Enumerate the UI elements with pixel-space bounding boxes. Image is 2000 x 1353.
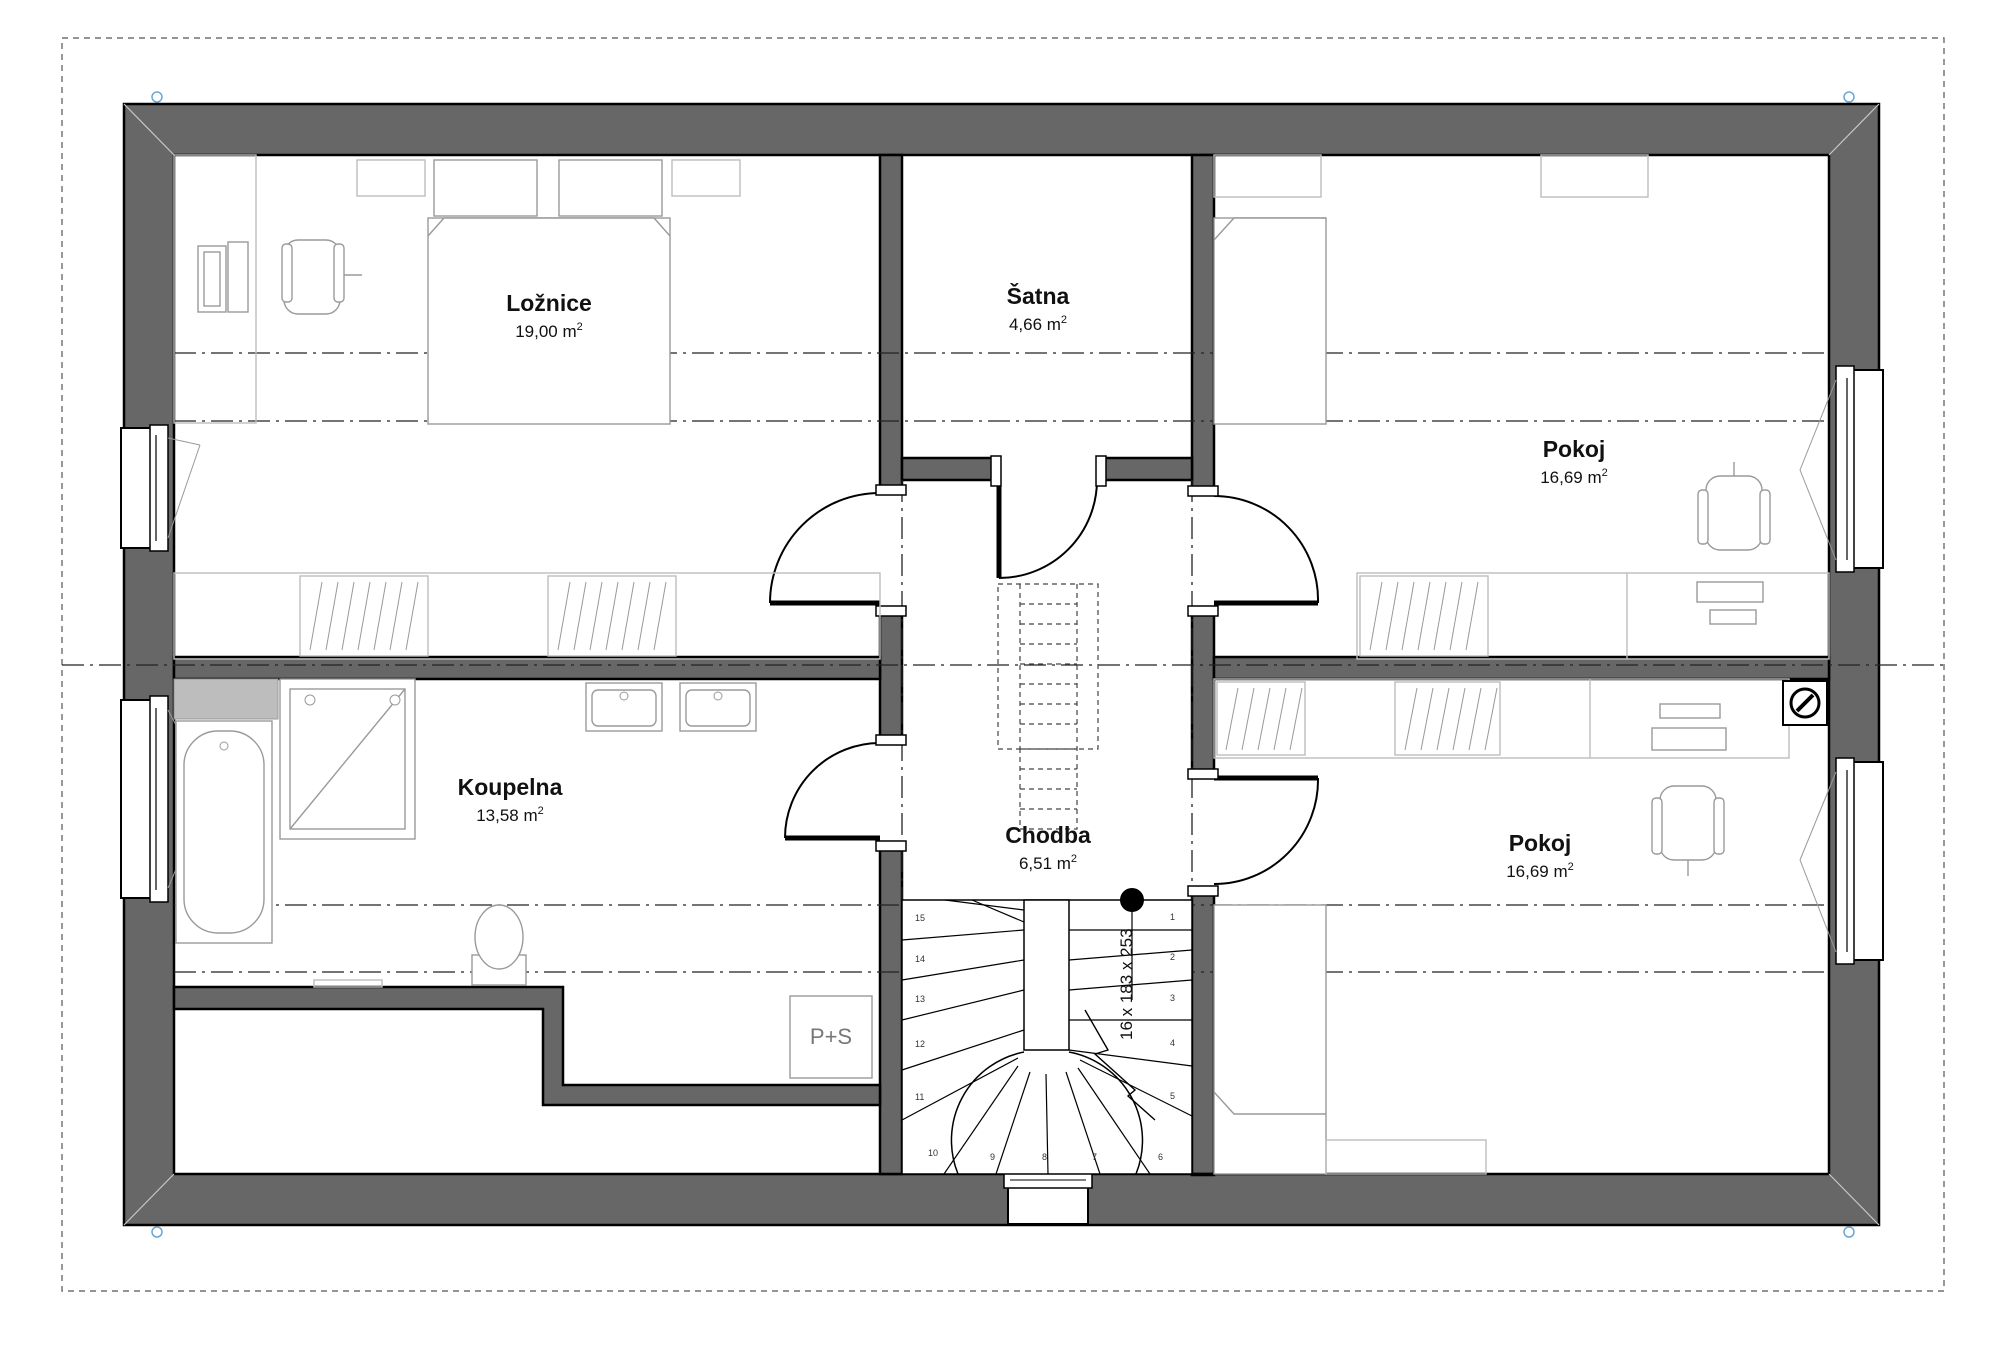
single-bed-icon bbox=[1213, 217, 1327, 425]
wall-mitres bbox=[123, 103, 1880, 1226]
room-name: Ložnice bbox=[506, 290, 592, 316]
room-area: 4,66 m2 bbox=[1009, 314, 1067, 334]
room-name: Koupelna bbox=[458, 774, 563, 800]
room-koupelna: Koupelna 13,58 m2 bbox=[458, 774, 563, 825]
svg-text:9: 9 bbox=[990, 1152, 995, 1162]
svg-text:6: 6 bbox=[1158, 1152, 1163, 1162]
single-bed-icon bbox=[1213, 904, 1487, 1175]
svg-text:15: 15 bbox=[915, 913, 925, 923]
door-loznice bbox=[769, 484, 907, 617]
window-stair-bottom bbox=[1003, 1171, 1093, 1225]
svg-text:11: 11 bbox=[915, 1092, 924, 1102]
office-chair-icon bbox=[1697, 462, 1771, 551]
stair-start-dot[interactable] bbox=[1120, 888, 1144, 912]
double-bed-icon bbox=[427, 159, 671, 425]
pokoj-bottom-furniture bbox=[1213, 678, 1828, 1175]
ps-label: P+S bbox=[810, 1024, 852, 1049]
door-satna bbox=[990, 455, 1107, 579]
room-area: 19,00 m2 bbox=[515, 321, 583, 341]
room-name: Pokoj bbox=[1543, 436, 1606, 462]
window-left-top bbox=[120, 424, 201, 552]
room-area: 13,58 m2 bbox=[476, 805, 544, 825]
window-right-top bbox=[1799, 365, 1884, 573]
wardrobe-hatch bbox=[1213, 678, 1790, 759]
toilet-icon bbox=[471, 904, 527, 986]
room-area: 16,69 m2 bbox=[1506, 861, 1574, 881]
sink-icon bbox=[585, 682, 663, 732]
corner-markers bbox=[151, 91, 1855, 1238]
koupelna-furniture: P+S bbox=[173, 678, 873, 1079]
room-area: 6,51 m2 bbox=[1019, 853, 1077, 873]
svg-text:12: 12 bbox=[915, 1039, 925, 1049]
bathtub-icon bbox=[175, 720, 273, 944]
window-left-bottom bbox=[120, 695, 211, 903]
svg-text:1: 1 bbox=[1170, 912, 1175, 922]
loznice-furniture bbox=[173, 154, 881, 660]
bath-shelf bbox=[173, 678, 279, 720]
room-name: Pokoj bbox=[1509, 830, 1572, 856]
door-pokoj-bottom bbox=[1187, 768, 1320, 897]
room-name: Šatna bbox=[1007, 282, 1070, 309]
ps-box: P+S bbox=[789, 995, 873, 1079]
svg-text:14: 14 bbox=[915, 954, 925, 964]
room-chodba: Chodba 6,51 m2 bbox=[1005, 822, 1091, 873]
room-pokoj-top: Pokoj 16,69 m2 bbox=[1540, 436, 1608, 487]
svg-text:7: 7 bbox=[1092, 1152, 1097, 1162]
office-chair-icon bbox=[281, 239, 362, 315]
stair-step-numbers: 1 2 3 4 5 6 7 8 9 10 11 12 13 14 15 bbox=[915, 912, 1175, 1162]
office-chair-icon bbox=[1651, 785, 1725, 876]
chimney-flue-icon bbox=[1782, 680, 1828, 726]
svg-text:4: 4 bbox=[1170, 1038, 1175, 1048]
svg-text:2: 2 bbox=[1170, 952, 1175, 962]
room-area: 16,69 m2 bbox=[1540, 467, 1608, 487]
door-koupelna bbox=[784, 734, 907, 852]
staircase bbox=[901, 888, 1193, 1175]
stair-core bbox=[1023, 899, 1070, 1051]
svg-text:8: 8 bbox=[1042, 1152, 1047, 1162]
stair-dimension: 16 x 183 x 253 bbox=[1117, 928, 1136, 1040]
svg-text:13: 13 bbox=[915, 994, 925, 1004]
wardrobe-hatch bbox=[173, 572, 881, 660]
svg-text:3: 3 bbox=[1170, 993, 1175, 1003]
svg-text:5: 5 bbox=[1170, 1091, 1175, 1101]
pokoj-top-furniture bbox=[1213, 154, 1830, 660]
door-pokoj-top bbox=[1187, 485, 1320, 617]
interior-walls bbox=[172, 153, 1831, 1177]
room-pokoj-bottom: Pokoj 16,69 m2 bbox=[1506, 830, 1574, 881]
room-loznice: Ložnice 19,00 m2 bbox=[506, 290, 592, 341]
stairs-upper-dashed bbox=[997, 583, 1099, 830]
window-right-bottom bbox=[1799, 757, 1884, 965]
svg-text:10: 10 bbox=[928, 1148, 938, 1158]
wardrobe-hatch bbox=[1356, 572, 1830, 660]
room-name: Chodba bbox=[1005, 822, 1091, 848]
shower-icon bbox=[279, 678, 416, 840]
room-satna: Šatna 4,66 m2 bbox=[1007, 282, 1070, 334]
sink-icon bbox=[679, 682, 757, 732]
